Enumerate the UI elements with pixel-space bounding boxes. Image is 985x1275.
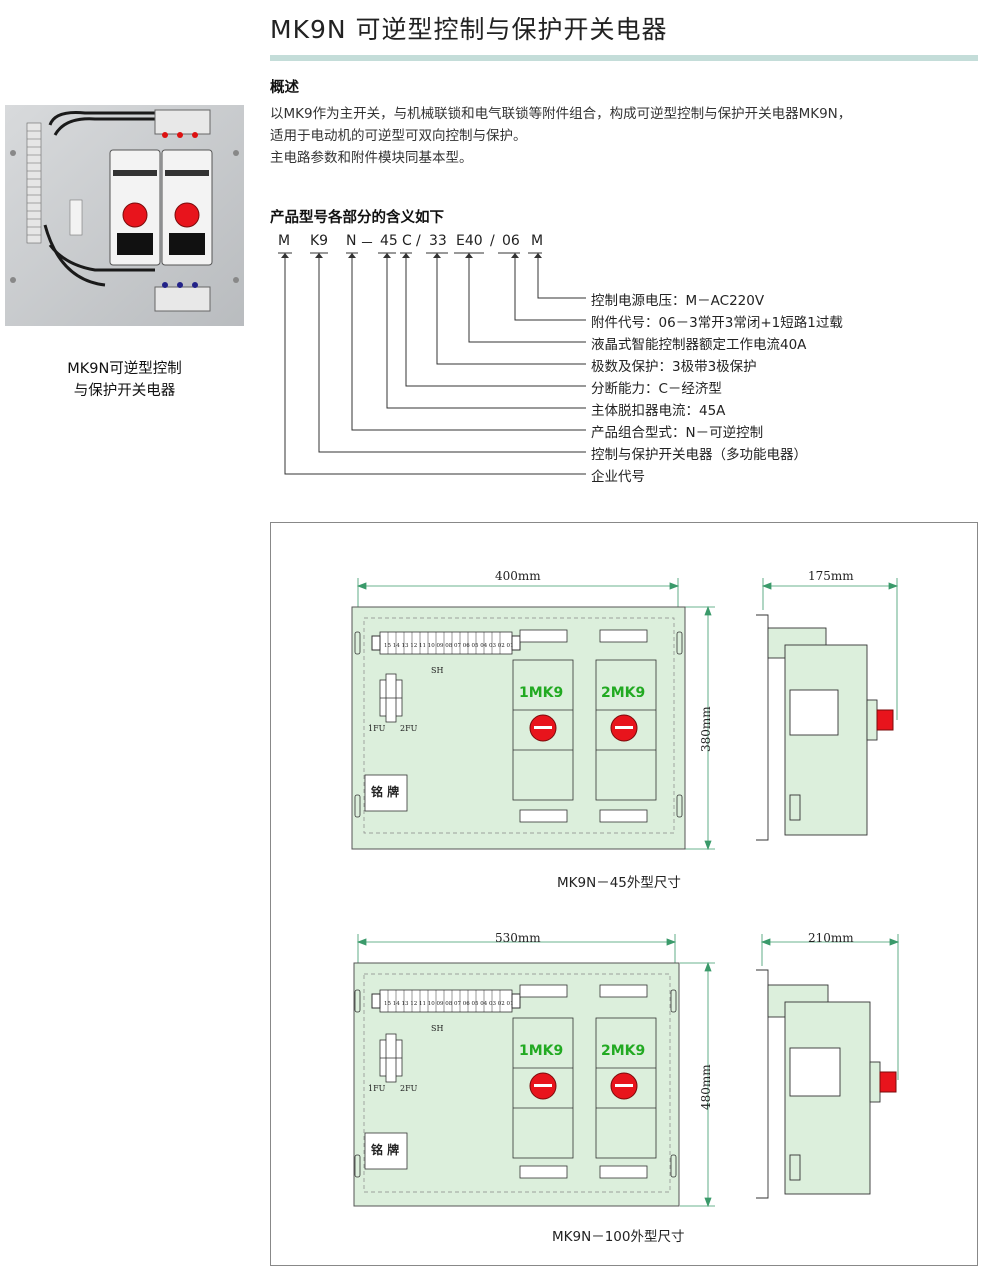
mk45-depth-label: 175mm (808, 569, 854, 583)
overview-line: 以MK9作为主开关，与机械联锁和电气联锁等附件组合，构成可逆型控制与保护开关电器… (270, 106, 852, 122)
model-heading: 产品型号各部分的含义如下 (270, 210, 444, 226)
code-segment: 06 (502, 233, 520, 249)
code-segment: / (416, 233, 421, 249)
mk100-terminal-label: SH (431, 1024, 444, 1033)
mk100-fuse2-label: 2FU (400, 1084, 418, 1093)
overview-line: 主电路参数和附件模块同基本型。 (270, 150, 473, 166)
dimension-drawings-frame (270, 522, 978, 1266)
code-segment: － (360, 236, 374, 252)
mk45-fuse2-label: 2FU (400, 724, 418, 733)
code-segment: M (278, 233, 291, 249)
mk100-depth-label: 210mm (808, 931, 854, 945)
code-segment: C (402, 233, 412, 249)
mk45-nameplate: 铭 牌 (371, 785, 400, 799)
title-underline (270, 55, 978, 61)
product-caption-line1: MK9N可逆型控制 (67, 361, 182, 377)
mk100-terminal-numbers: 15 14 13 12 11 10 09 08 07 06 05 04 03 0… (384, 1001, 514, 1007)
mk100-side-view (756, 934, 900, 1199)
product-caption: MK9N可逆型控制 与保护开关电器 (5, 358, 244, 402)
model-meaning: 控制电源电压：M－AC220V (591, 293, 765, 309)
mk100-switch1-label: 1MK9 (519, 1043, 564, 1059)
code-segment: 45 (380, 233, 398, 249)
model-code: M K9 N － 45 C / 33 E40 / 06 M (276, 233, 586, 252)
mk45-width-label: 400mm (495, 569, 541, 583)
mk45-side-view (756, 578, 899, 841)
mk45-caption: MK9N－45外型尺寸 (557, 875, 681, 891)
mk45-switch2-label: 2MK9 (601, 685, 646, 701)
code-segment: 33 (429, 233, 447, 249)
mk100-width-label: 530mm (495, 931, 541, 945)
mk45-fuse1-label: 1FU (368, 724, 386, 733)
model-meaning: 附件代号：06－3常开3常闭+1短路1过载 (591, 315, 843, 331)
product-photo (5, 105, 244, 326)
page-title: MK9N 可逆型控制与保护开关电器 (270, 15, 668, 44)
overview-heading: 概述 (270, 80, 299, 96)
code-segment: N (346, 233, 357, 249)
mk100-front-view (353, 934, 715, 1208)
mk100-switch2-label: 2MK9 (601, 1043, 646, 1059)
code-segment: K9 (310, 233, 329, 249)
model-meaning: 控制与保护开关电器（多功能电器） (591, 447, 807, 463)
mk100-height-label: 480mm (699, 1064, 713, 1110)
mk45-switch1-label: 1MK9 (519, 685, 564, 701)
mk100-caption: MK9N－100外型尺寸 (552, 1229, 685, 1245)
code-segment: M (531, 233, 544, 249)
code-segment: / (490, 233, 495, 249)
model-meaning: 极数及保护：3极带3极保护 (591, 359, 757, 375)
mk100-fuse1-label: 1FU (368, 1084, 386, 1093)
product-caption-line2: 与保护开关电器 (73, 383, 176, 399)
mk45-terminal-numbers: 15 14 13 12 11 10 09 08 07 06 05 04 03 0… (384, 643, 514, 649)
overview-line: 适用于电动机的可逆型可双向控制与保护。 (270, 128, 527, 144)
model-meaning: 液晶式智能控制器额定工作电流40A (591, 337, 807, 353)
model-meaning: 产品组合型式：N－可逆控制 (591, 425, 764, 441)
model-breakdown-lines (278, 252, 586, 475)
overview-body: 以MK9作为主开关，与机械联锁和电气联锁等附件组合，构成可逆型控制与保护开关电器… (270, 103, 851, 169)
mk45-terminal-label: SH (431, 666, 444, 675)
model-meaning: 企业代号 (591, 469, 645, 485)
code-segment: E40 (456, 233, 483, 249)
model-meaning: 分断能力：C－经济型 (591, 381, 722, 397)
mk100-nameplate: 铭 牌 (371, 1143, 400, 1157)
mk45-front-view (351, 578, 715, 851)
model-meaning: 主体脱扣器电流：45A (591, 403, 726, 419)
mk45-height-label: 380mm (699, 706, 713, 752)
